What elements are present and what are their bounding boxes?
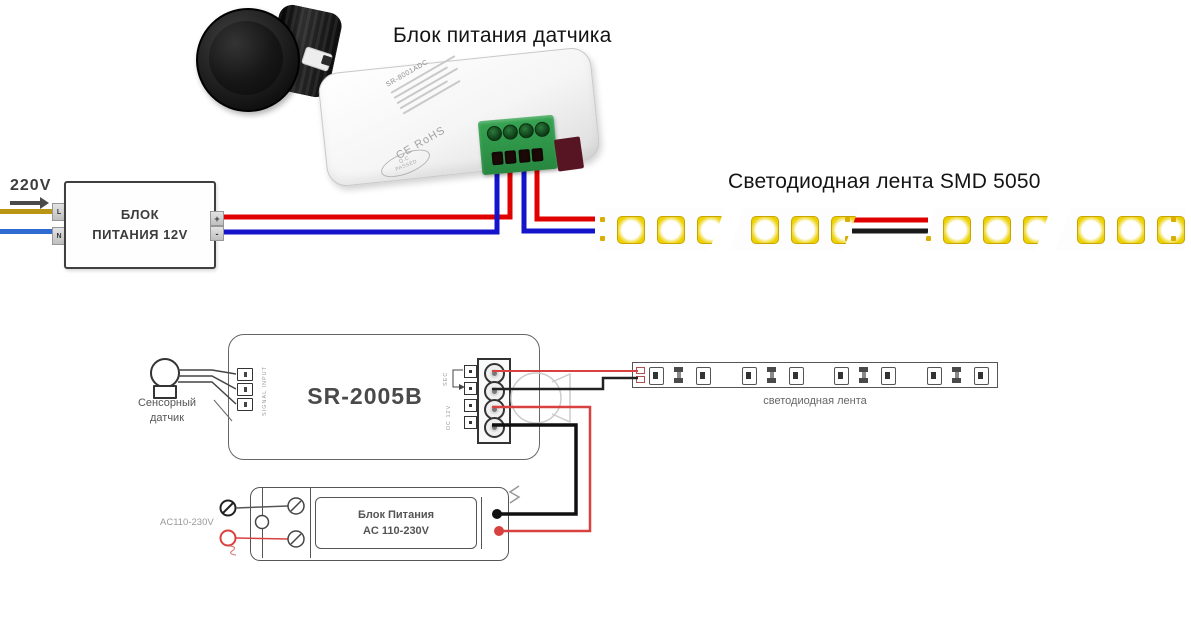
screw-terminal-4 xyxy=(484,417,505,438)
terminal-screw xyxy=(502,123,519,141)
psu-divider xyxy=(262,488,263,558)
mains-arrow-icon xyxy=(10,197,49,209)
cable-loop-notch xyxy=(551,372,571,424)
terminal-screw xyxy=(518,122,535,139)
smd5050-led xyxy=(943,216,971,244)
input-terminal xyxy=(464,399,477,412)
smd5050-led xyxy=(751,216,779,244)
strip-solder-pad xyxy=(636,367,645,374)
strip-solder-pad xyxy=(636,376,645,383)
terminal-hole xyxy=(518,149,531,163)
psu12-terminal-plus: + xyxy=(210,211,224,226)
smd5050-led xyxy=(697,216,725,244)
psu-output-minus-dot xyxy=(492,509,502,519)
psu-label-line1: Блок Питания xyxy=(357,508,435,521)
strip-solder-pad xyxy=(600,236,605,241)
strip-solder-pad xyxy=(1171,217,1176,222)
terminal-hole xyxy=(504,150,517,165)
wire-yellow-mains xyxy=(0,209,52,214)
sensor-face xyxy=(209,21,283,95)
smd5050-led xyxy=(983,216,1011,244)
schematic-led-chip xyxy=(696,367,711,385)
schematic-led-chip xyxy=(649,367,664,385)
smd5050-led xyxy=(1023,216,1051,244)
terminal-screw xyxy=(534,121,551,138)
controller-model-text: SR-8001ADC xyxy=(384,58,430,89)
strip-solder-pad xyxy=(926,217,931,222)
signal-terminal xyxy=(237,368,253,381)
wire-blue-mains xyxy=(0,229,52,234)
sensor-psu-title: Блок питания датчика xyxy=(393,24,612,47)
psu12-box: БЛОК ПИТАНИЯ 12V xyxy=(64,181,216,269)
schematic-strip-label: светодиодная лента xyxy=(763,395,867,407)
psu-divider xyxy=(481,497,482,549)
terminal-screw xyxy=(486,125,503,142)
schematic-led-chip xyxy=(742,367,757,385)
sr2005b-screw-block xyxy=(477,358,511,444)
phase-squiggle xyxy=(229,545,237,556)
psu-label-line2: AC 110-230V xyxy=(362,525,430,537)
smd5050-led xyxy=(1117,216,1145,244)
schematic-resistor xyxy=(674,367,684,383)
smd5050-led xyxy=(617,216,645,244)
led-strip-title: Светодиодная лента SMD 5050 xyxy=(728,170,1041,193)
schematic-led-strip xyxy=(632,362,998,388)
ac-phase-symbol xyxy=(219,529,237,547)
schematic-sensor-label: Сенсорный датчик xyxy=(137,397,197,425)
dc12v-label: DC 12V xyxy=(446,404,452,430)
psu12-terminal-minus: - xyxy=(210,226,224,241)
psu12-label-line2: ПИТАНИЯ 12V xyxy=(92,227,188,242)
schematic-resistor xyxy=(859,367,869,383)
schematic-led-chip xyxy=(789,367,804,385)
schematic-led-chip xyxy=(834,367,849,385)
psu-divider xyxy=(310,488,311,558)
strip-solder-pad xyxy=(600,217,605,222)
ac-line-slash xyxy=(222,502,234,514)
strip-solder-pad xyxy=(845,236,850,241)
schematic-sensor-icon xyxy=(150,358,180,388)
ac-input-label: AC110-230V xyxy=(160,517,214,528)
schematic-led-chip xyxy=(881,367,896,385)
schematic-resistor xyxy=(952,367,962,383)
schematic-resistor xyxy=(767,367,777,383)
smd5050-led xyxy=(657,216,685,244)
terminal-hole xyxy=(531,147,544,162)
strain-relief-symbol xyxy=(508,485,521,504)
psu12-label-line1: БЛОК xyxy=(120,206,160,222)
psu-output-plus-dot xyxy=(494,526,504,536)
controller-terminal-block xyxy=(477,114,559,176)
sr2005b-model-label: SR-2005B xyxy=(307,383,423,409)
led-strip-segment xyxy=(729,208,859,251)
sec-label: SEC xyxy=(443,371,449,386)
schematic-led-chip xyxy=(927,367,942,385)
led-strip-segment xyxy=(595,208,725,251)
led-strip-segment xyxy=(1055,208,1185,251)
output-terminal xyxy=(464,382,477,395)
strip-solder-pad xyxy=(1171,236,1176,241)
smd5050-led xyxy=(791,216,819,244)
terminal-hole xyxy=(491,151,504,166)
mains-voltage-label: 220V xyxy=(10,177,52,194)
signal-terminal xyxy=(237,383,253,396)
output-terminal xyxy=(464,365,477,378)
schematic-led-chip xyxy=(974,367,989,385)
led-strip-segment xyxy=(921,208,1051,251)
smd5050-led xyxy=(1077,216,1105,244)
controller-connector-piece xyxy=(553,136,585,172)
psu12-terminal-n: N xyxy=(52,227,66,245)
strip-solder-pad xyxy=(845,217,850,222)
ac-line-symbol xyxy=(219,499,237,517)
strip-solder-pad xyxy=(926,236,931,241)
schematic-psu-label-box: Блок Питания AC 110-230V xyxy=(315,497,477,549)
signal-terminal xyxy=(237,398,253,411)
input-terminal xyxy=(464,416,477,429)
signal-input-label: SIGNAL INPUT xyxy=(262,366,268,416)
schematic-sensor-base xyxy=(153,385,177,399)
